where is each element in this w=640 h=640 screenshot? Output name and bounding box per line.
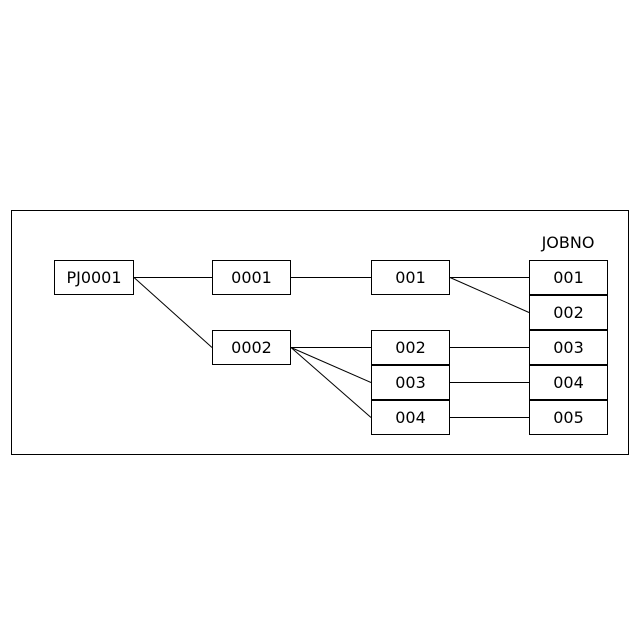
node-j1: 001 (529, 260, 608, 295)
connector-pj-c2 (134, 278, 212, 348)
node-c2: 0002 (212, 330, 291, 365)
connector-c2-s3 (291, 348, 371, 383)
node-pj: PJ0001 (54, 260, 134, 295)
node-j3: 003 (529, 330, 608, 365)
node-c1: 0001 (212, 260, 291, 295)
node-s3: 003 (371, 365, 450, 400)
node-j2: 002 (529, 295, 608, 330)
node-j5: 005 (529, 400, 608, 435)
node-s2: 002 (371, 330, 450, 365)
connector-c2-s4 (291, 348, 371, 418)
node-j4: 004 (529, 365, 608, 400)
node-s4: 004 (371, 400, 450, 435)
node-s1: 001 (371, 260, 450, 295)
connector-s1-j2 (450, 278, 529, 313)
